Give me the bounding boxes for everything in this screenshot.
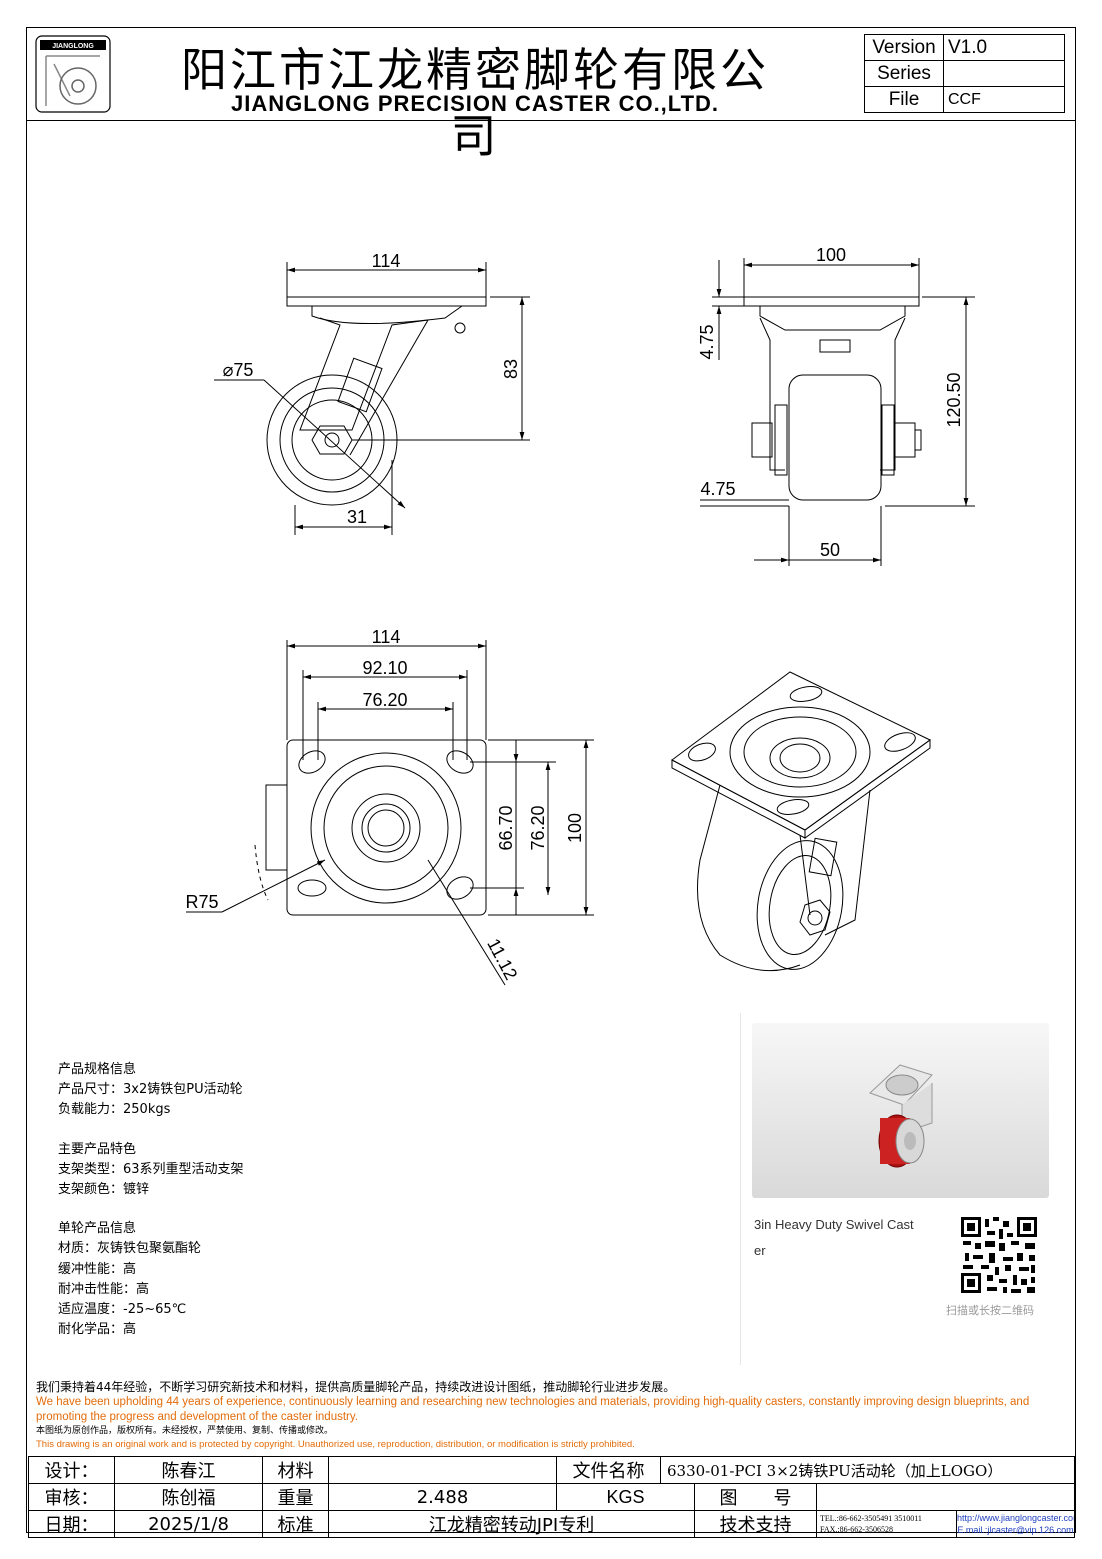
series-label: Series bbox=[864, 60, 944, 87]
product-specs: 产品规格信息 产品尺寸：3x2铸铁包PU活动轮 负载能力：250kgs 主要产品… bbox=[58, 1060, 244, 1340]
file-value: CCF bbox=[943, 86, 1065, 113]
date-value: 2025/1/8 bbox=[114, 1510, 263, 1538]
dim-plate-thickness: 4.75 bbox=[697, 324, 717, 359]
note-copyright-cn: 本图纸为原创作品，版权所有。未经授权，严禁使用、复制、传播或修改。 bbox=[36, 1426, 334, 1436]
technical-drawing: 114 ⌀75 83 31 100 4.75 120.50 4.75 50 bbox=[185, 245, 975, 986]
dim-plate-width: 114 bbox=[372, 627, 401, 647]
fax: FAX.:86-662-3506528 bbox=[820, 1525, 893, 1534]
note-intro-en: We have been upholding 44 years of exper… bbox=[36, 1396, 1030, 1423]
dim-offset: 31 bbox=[347, 507, 367, 527]
drawing-no-value bbox=[815, 1483, 1076, 1511]
dim-hole-span-v-inner: 66.70 bbox=[496, 805, 516, 850]
support-label: 技术支持 bbox=[694, 1510, 817, 1538]
dim-side-height: 83 bbox=[501, 359, 521, 379]
weight-value: 2.488 bbox=[328, 1483, 557, 1511]
spec-bracket-color: 支架颜色：镀锌 bbox=[58, 1182, 150, 1198]
dim-total-height: 120.50 bbox=[944, 372, 964, 427]
spec-section-title: 产品规格信息 bbox=[58, 1062, 137, 1077]
dim-swivel-radius: R75 bbox=[185, 892, 218, 912]
dim-hole-span-inner: 76.20 bbox=[362, 690, 407, 710]
company-name-cn: 阳江市江龙精密脚轮有限公司 bbox=[181, 43, 769, 163]
dim-hole-span-outer: 92.10 bbox=[362, 658, 407, 678]
date-label: 日期： bbox=[28, 1510, 115, 1538]
note-copyright-en: This drawing is an original work and is … bbox=[36, 1439, 635, 1450]
email-link[interactable]: E.mail.:jlcaster@vip.126.com bbox=[957, 1525, 1074, 1535]
dim-hole-span-v-outer: 76.20 bbox=[528, 805, 548, 850]
spec-section-title: 主要产品特色 bbox=[58, 1141, 137, 1157]
qr-caption: 扫描或长按二维码 bbox=[946, 1304, 1034, 1317]
review-label: 审核： bbox=[28, 1483, 115, 1511]
spec-size: 产品尺寸：3x2铸铁包PU活动轮 bbox=[58, 1082, 243, 1098]
spec-temperature: 适应温度：-25~65℃ bbox=[58, 1302, 187, 1318]
designer: 陈春江 bbox=[114, 1456, 263, 1484]
front-view bbox=[700, 258, 975, 566]
spec-impact: 耐冲击性能：高 bbox=[58, 1281, 150, 1297]
top-view bbox=[186, 640, 594, 986]
dim-wheel-width: 50 bbox=[820, 540, 840, 560]
drawing-no-label: 图 号 bbox=[694, 1483, 817, 1511]
side-view bbox=[214, 262, 530, 535]
material-label: 材料 bbox=[262, 1456, 329, 1484]
version-label: Version bbox=[864, 34, 944, 61]
spec-chemical: 耐化学品：高 bbox=[58, 1322, 137, 1338]
spec-cushion: 缓冲性能：高 bbox=[58, 1261, 137, 1277]
dim-plate-height: 100 bbox=[565, 813, 585, 843]
version-value: V1.0 bbox=[943, 34, 1065, 61]
title-block: 设计： 陈春江 材料 文件名称 6330-01-PCI 3×2铸铁PU活动轮（加… bbox=[28, 1456, 1076, 1538]
standard-value: 江龙精密转动JPI专利 bbox=[328, 1510, 695, 1538]
dim-clearance: 4.75 bbox=[700, 479, 735, 499]
weight-unit: KGS bbox=[556, 1483, 695, 1511]
standard-label: 标准 bbox=[262, 1510, 329, 1538]
website-link[interactable]: http://www.jianglongcaster.com bbox=[957, 1513, 1075, 1523]
product-photo-panel bbox=[740, 1013, 1063, 1365]
spec-bracket-type: 支架类型：63系列重型活动支架 bbox=[58, 1161, 244, 1177]
spec-material: 材质：灰铸铁包聚氨酯轮 bbox=[58, 1241, 202, 1257]
material-value bbox=[328, 1456, 557, 1484]
dim-side-width: 114 bbox=[372, 251, 401, 271]
note-intro-cn: 我们秉持着44年经验，不断学习研究新技术和材料，提供高质量脚轮产品，持续改进设计… bbox=[36, 1380, 676, 1394]
file-name-value: 6330-01-PCI 3×2铸铁PU活动轮（加上LOGO） bbox=[659, 1456, 1076, 1484]
product-caption: 3in Heavy Duty Swivel Caster bbox=[754, 1217, 914, 1258]
reviewer: 陈创福 bbox=[114, 1483, 263, 1511]
spec-load: 负载能力：250kgs bbox=[58, 1102, 171, 1118]
contact-phone: TEL.:86-662-3505491 3510011 FAX.:86-662-… bbox=[816, 1510, 957, 1538]
product-photo bbox=[752, 1023, 1049, 1198]
contact-web: http://www.jianglongcaster.com E.mail.:j… bbox=[955, 1510, 1076, 1538]
weight-label: 重量 bbox=[262, 1483, 329, 1511]
tel: TEL.:86-662-3505491 3510011 bbox=[820, 1514, 922, 1523]
qr-code[interactable] bbox=[959, 1215, 1039, 1295]
dim-front-width: 100 bbox=[816, 245, 846, 265]
file-label: File bbox=[864, 86, 944, 113]
series-value bbox=[943, 60, 1065, 87]
spec-section-title: 单轮产品信息 bbox=[58, 1221, 137, 1237]
file-name-label: 文件名称 bbox=[556, 1456, 661, 1484]
header-divider bbox=[26, 120, 1076, 121]
company-notes: 我们秉持着44年经验，不断学习研究新技术和材料，提供高质量脚轮产品，持续改进设计… bbox=[36, 1379, 1076, 1451]
company-name-en: JIANGLONG PRECISION CASTER CO.,LTD. bbox=[230, 91, 720, 116]
design-label: 设计： bbox=[28, 1456, 115, 1484]
dim-wheel-dia: ⌀75 bbox=[223, 360, 254, 380]
iso-view bbox=[671, 671, 931, 972]
company-logo: JIANGLONG bbox=[35, 35, 111, 113]
logo-text: JIANGLONG bbox=[52, 43, 94, 50]
